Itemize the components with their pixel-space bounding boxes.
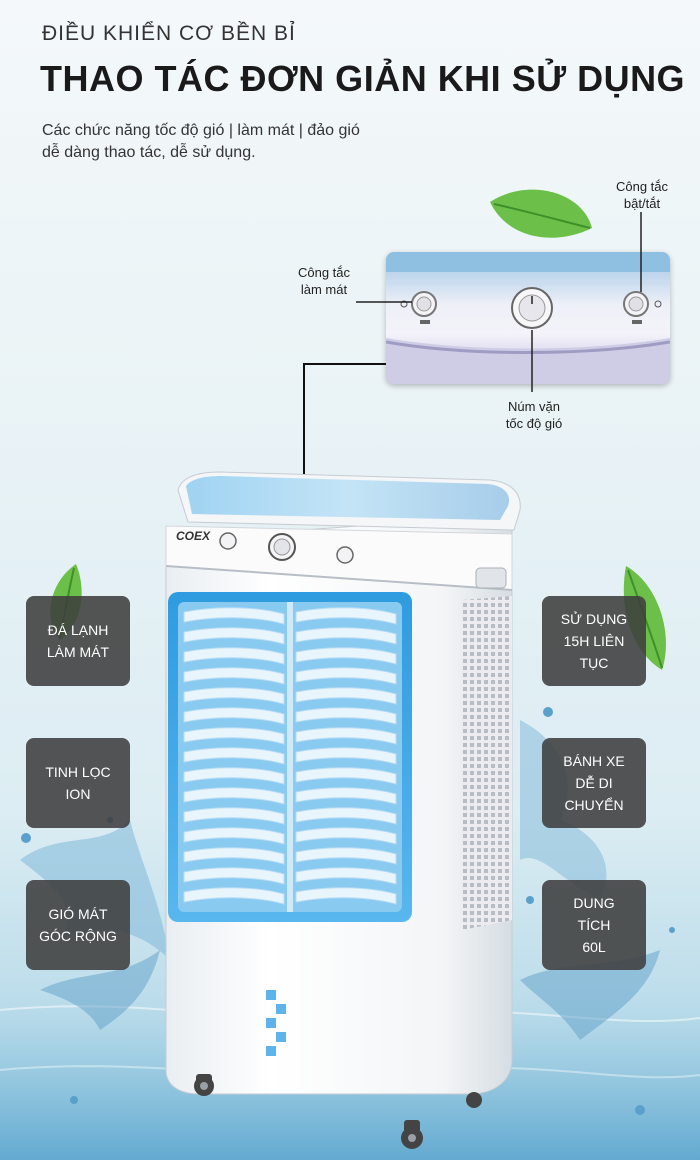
feature-wide-angle: GIÓ MÁT GÓC RỘNG bbox=[26, 880, 130, 970]
louver-slat bbox=[295, 787, 397, 805]
louver-slat bbox=[183, 847, 285, 865]
louver-slat bbox=[295, 627, 397, 645]
description-line-2: dễ dàng thao tác, dễ sử dụng. bbox=[42, 144, 256, 161]
feature-ice-cooling: ĐÁ LẠNH LÀM MÁT bbox=[26, 596, 130, 686]
louver-slat bbox=[295, 767, 397, 785]
louver-slat bbox=[295, 807, 397, 825]
control-panel-illustration bbox=[386, 252, 670, 384]
brand-logo-text: COEX bbox=[176, 529, 211, 543]
louver-slat bbox=[183, 807, 285, 825]
louver-slat bbox=[183, 787, 285, 805]
louver-slat bbox=[183, 867, 285, 885]
leaf-icon bbox=[490, 189, 592, 238]
louver-slat bbox=[295, 607, 397, 625]
louver-slat bbox=[295, 687, 397, 705]
louver-slat bbox=[295, 727, 397, 745]
feature-15h-usage: SỬ DỤNG 15H LIÊN TỤC bbox=[542, 596, 646, 686]
feature-ion-filter: TINH LỌC ION bbox=[26, 738, 130, 828]
louver-slat bbox=[183, 707, 285, 725]
callout-power-switch: Công tắc bật/tắt bbox=[615, 179, 669, 211]
louver-slat bbox=[183, 747, 285, 765]
louver-slat bbox=[295, 887, 397, 905]
louver-slat bbox=[295, 707, 397, 725]
louver-slat bbox=[183, 887, 285, 905]
louver-slat bbox=[183, 727, 285, 745]
louver-slat bbox=[295, 647, 397, 665]
description-line-1: Các chức năng tốc độ gió | làm mát | đảo… bbox=[42, 122, 360, 139]
feature-60l-capacity: DUNG TÍCH 60L bbox=[542, 880, 646, 970]
louver-slats bbox=[183, 607, 397, 905]
louver-slat bbox=[183, 647, 285, 665]
callout-cooling-switch: Công tắc làm mát bbox=[297, 265, 351, 297]
overline-text: ĐIỀU KHIỂN CƠ BỀN BỈ bbox=[42, 22, 296, 45]
louver-slat bbox=[183, 767, 285, 785]
louver-slat bbox=[295, 867, 397, 885]
louver-slat bbox=[183, 827, 285, 845]
louver-slat bbox=[295, 847, 397, 865]
louver-slat bbox=[183, 627, 285, 645]
louver-slat bbox=[183, 607, 285, 625]
louver-slat bbox=[295, 667, 397, 685]
louver-slat bbox=[183, 667, 285, 685]
callout-speed-knob: Núm vặn tốc độ gió bbox=[505, 399, 563, 431]
louver-slat bbox=[295, 827, 397, 845]
louver-slat bbox=[183, 687, 285, 705]
description: Các chức năng tốc độ gió | làm mát | đảo… bbox=[42, 120, 482, 164]
page-title: THAO TÁC ĐƠN GIẢN KHI SỬ DỤNG bbox=[40, 58, 686, 99]
feature-wheels: BÁNH XE DỄ DI CHUYỂN bbox=[542, 738, 646, 828]
louver-slat bbox=[295, 747, 397, 765]
control-panel-zoom bbox=[386, 252, 670, 384]
